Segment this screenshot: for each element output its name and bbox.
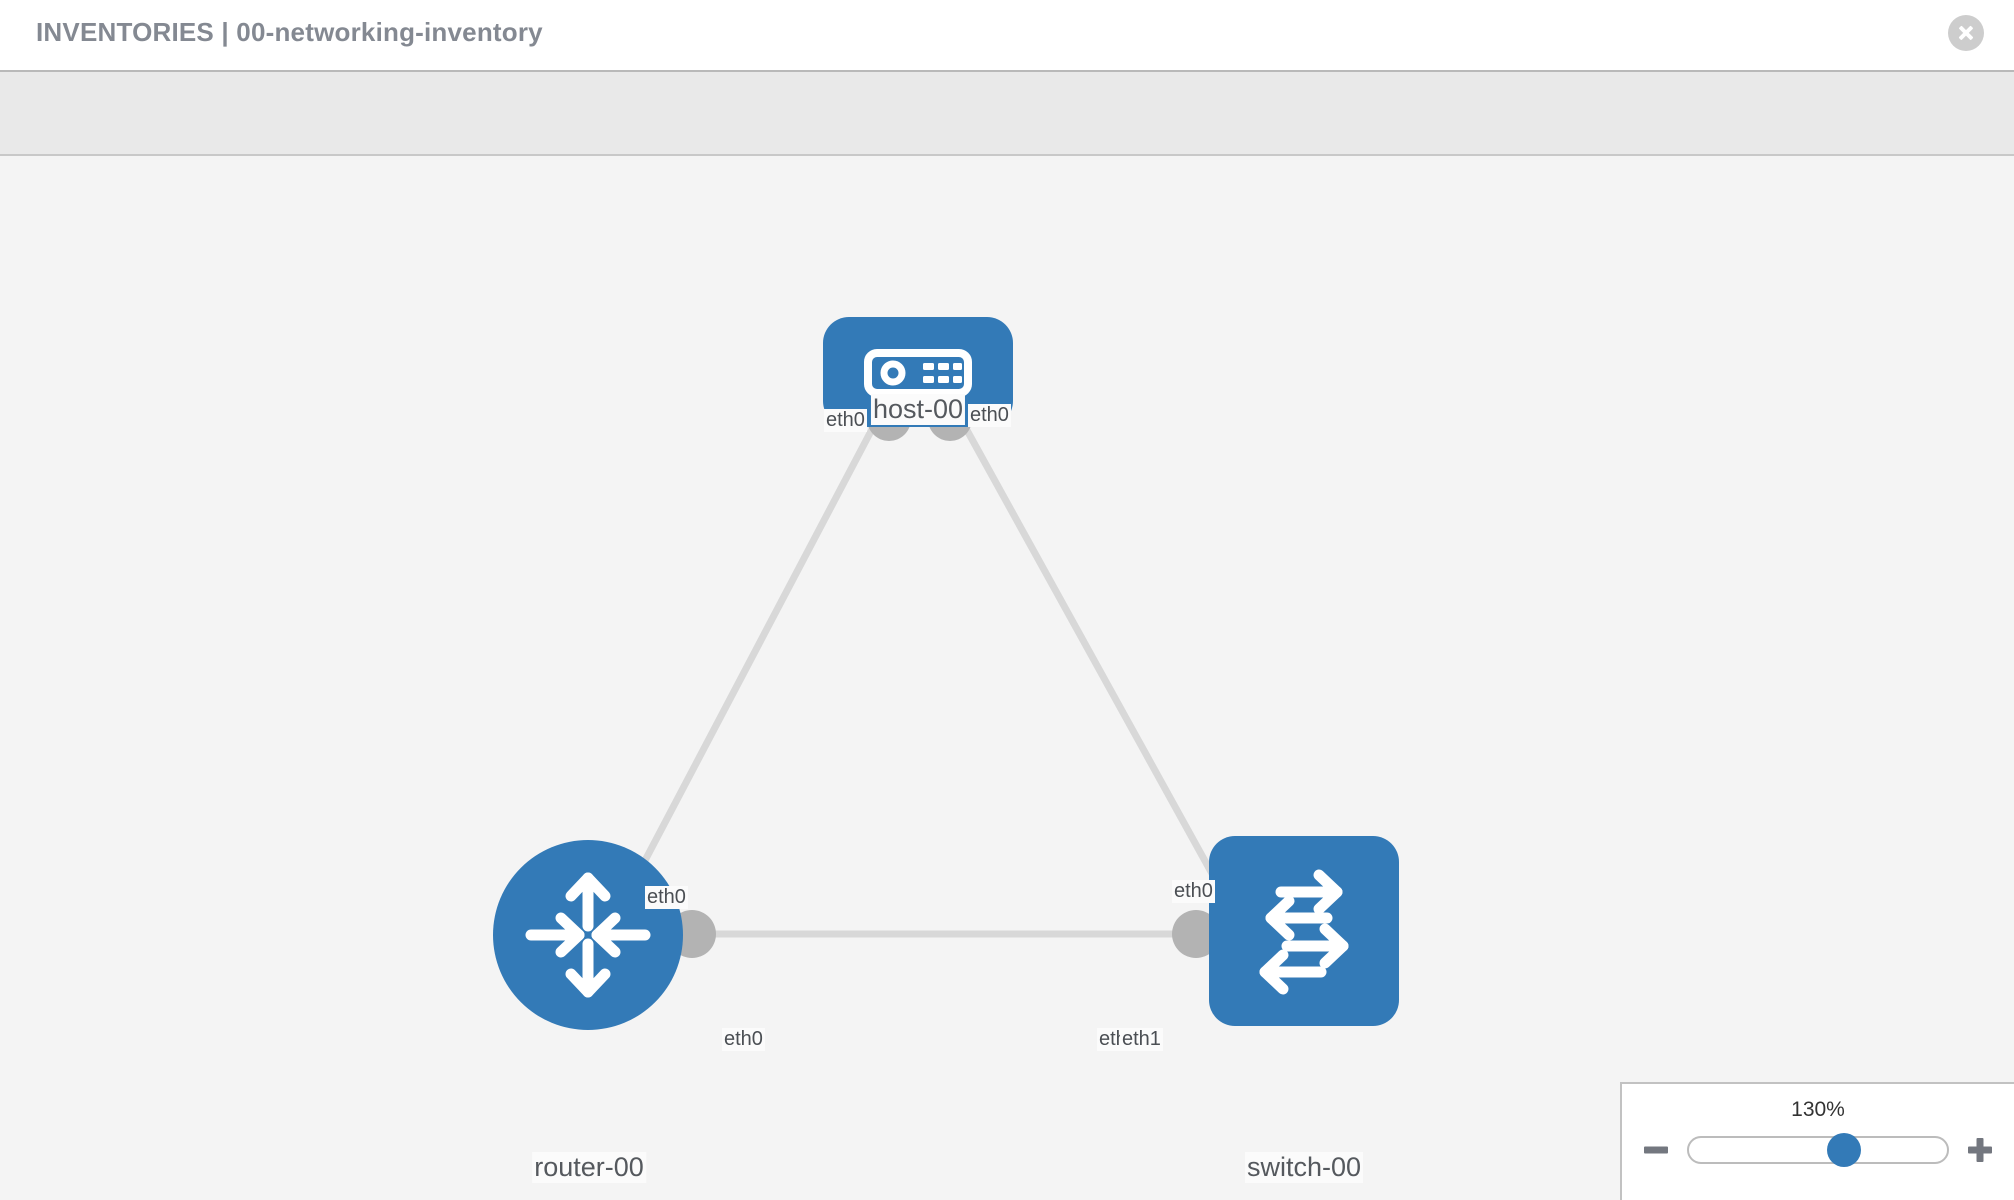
zoom-slider[interactable] [1687,1133,1949,1167]
node-router-00[interactable] [493,840,683,1030]
iface-label-switch-left: eth1 [1120,1028,1163,1051]
page-header: INVENTORIES | 00-networking-inventory [0,0,2014,70]
toolbar: ACTIONS SEARCH [0,70,2014,212]
switch-arrows-icon [1259,869,1349,995]
zoom-slider-row [1622,1133,2014,1167]
zoom-level-value: 130% [1791,1098,1845,1121]
zoom-control-panel: 130% [1620,1082,2014,1200]
link-host-router [596,412,884,948]
iface-label-host-right: eth0 [968,404,1011,427]
node-switch-00[interactable] [1209,836,1399,1026]
node-router-shape [493,840,683,1030]
minus-icon[interactable] [1643,1137,1669,1163]
link-host-switch [954,412,1256,948]
zoom-slider-thumb[interactable] [1826,1133,1861,1167]
server-icon [864,349,972,397]
router-arrows-icon [525,872,651,998]
page-title: INVENTORIES | 00-networking-inventory [36,17,543,47]
node-label-switch-00: switch-00 [1244,1152,1364,1183]
iface-label-host-left: eth0 [824,409,867,432]
iface-label-router-up: eth0 [645,886,688,909]
topology-canvas[interactable]: host-00 router-00 switch-00 eth0 eth0 et… [0,156,2014,1200]
node-label-host-00: host-00 [870,394,966,425]
topology-links [596,397,1260,966]
iface-label-router-right: eth0 [722,1028,765,1051]
iface-label-switch-up: eth0 [1172,880,1215,903]
node-label-router-00: router-00 [532,1152,646,1183]
socket-switch-left [1172,910,1220,958]
link-lines [596,412,1256,948]
close-icon[interactable] [1948,15,1984,51]
node-switch-shape [1209,836,1399,1026]
plus-icon[interactable] [1967,1137,1993,1163]
